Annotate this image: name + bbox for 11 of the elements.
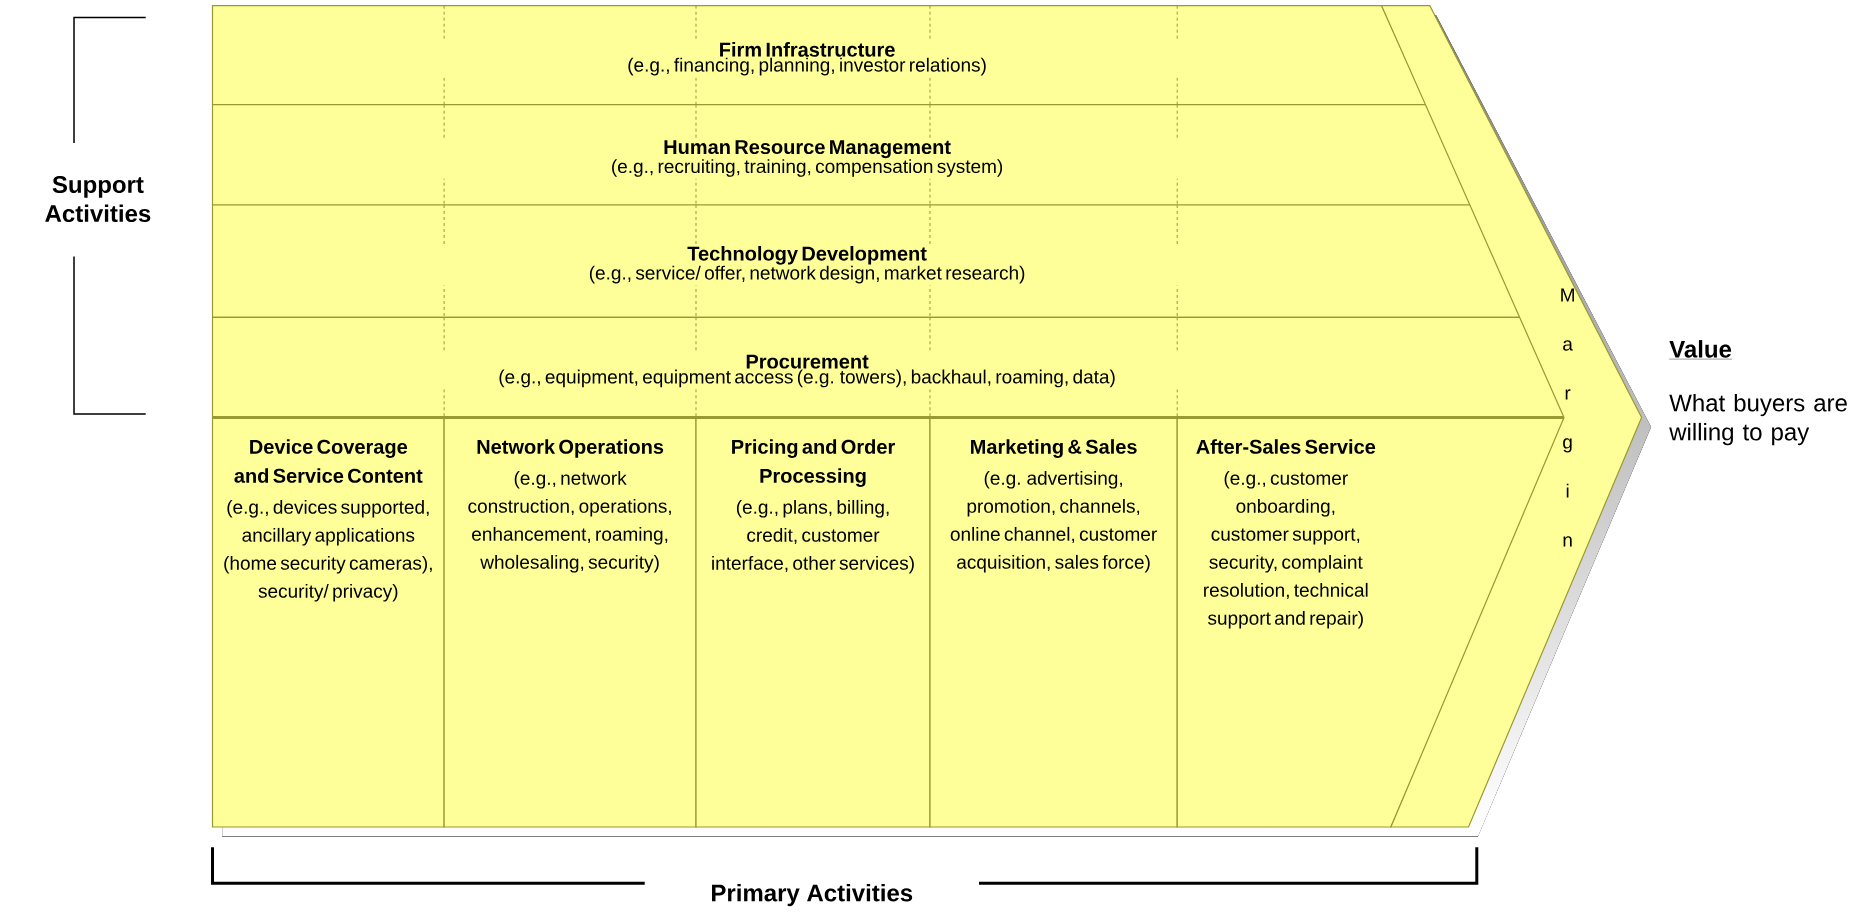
heading: Value — [1669, 340, 1733, 360]
support-activity-band: Human Resource Management (e.g., recruiting, training, compensation system) — [211, 104, 1473, 206]
section-label: Support Activities — [45, 176, 151, 223]
primary-activity-cell: Network Operations (e.g., network construction, operations, enhancement, roaming, wholesaling, security) — [443, 416, 697, 828]
primary-activity-cell: Marketing & Sales (e.g. advertising, promotion, channels, online channel, customer acquisition, sales force) — [929, 416, 1178, 828]
support-activity-band: Firm Infrastructure (e.g., financing, planning, investor relations) — [211, 5, 1428, 106]
support-activity-band: Technology Development (e.g., service/ offer, network design, market research) — [211, 204, 1523, 318]
primary-activity-cell: Pricing and Order Processing (e.g., plans, billing, credit, customer interface, other services) — [695, 416, 931, 828]
section-label: Primary Activities — [712, 883, 913, 907]
note: What buyers are willing to pay — [1669, 393, 1847, 446]
primary-activity-cell: Device Coverage and Service Content (e.g., devices supported, ancillary applications (home security cameras), security/ privacy) — [211, 416, 445, 828]
